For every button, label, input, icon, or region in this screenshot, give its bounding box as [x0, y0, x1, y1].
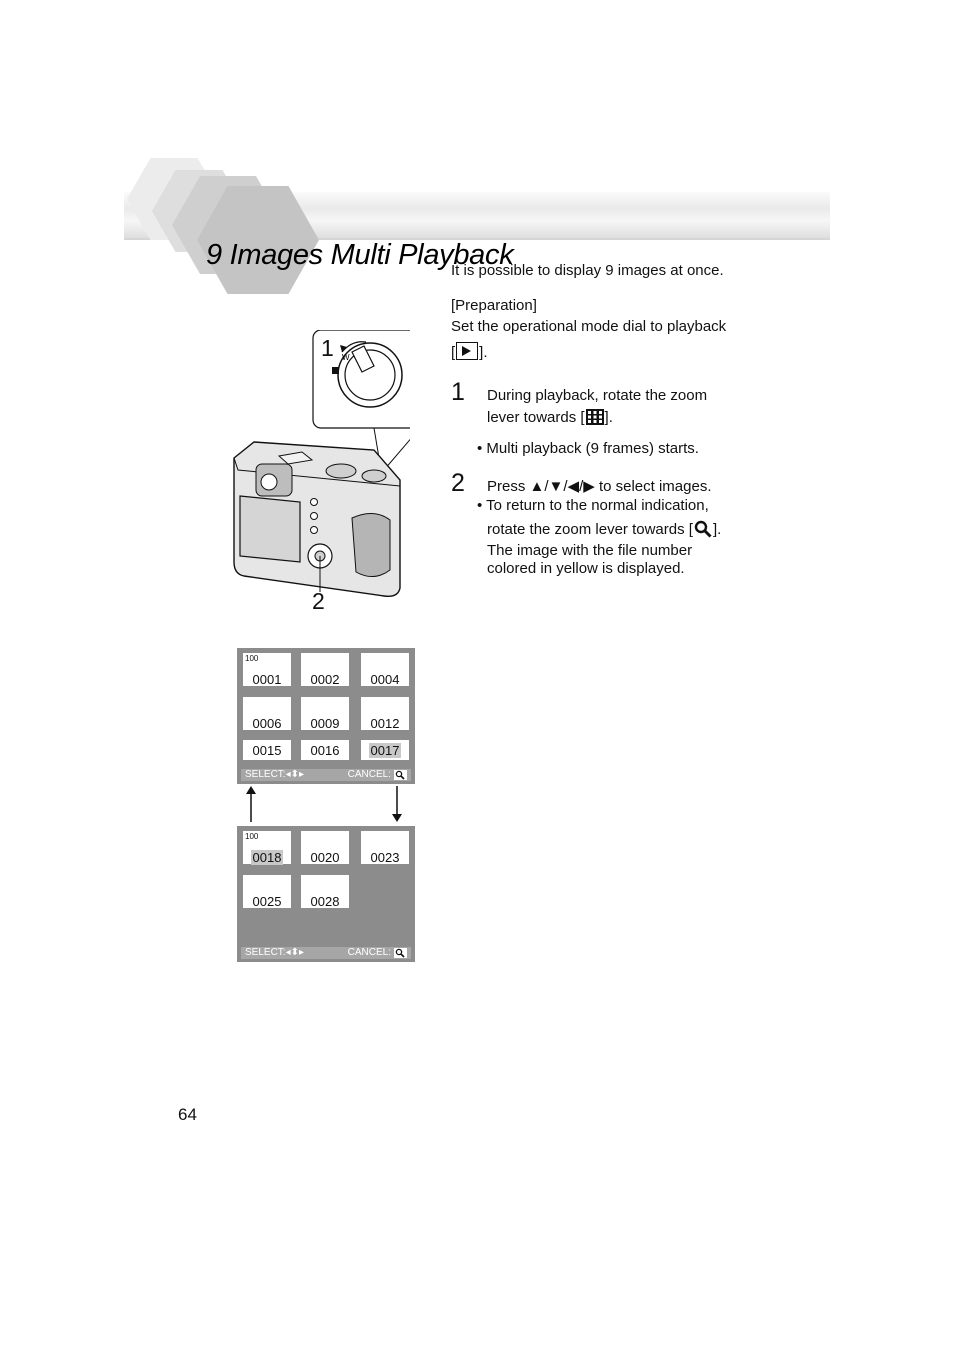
cancel-label: CANCEL: [347, 769, 391, 780]
folder-number: 100 [245, 832, 259, 841]
thumbnail[interactable] [301, 831, 349, 864]
thumbnail[interactable] [301, 740, 349, 760]
magnifier-icon [394, 948, 407, 958]
step-2-bullet1: • To return to the normal indication, [477, 497, 709, 514]
select-label: SELECT:◂⬍▸ [245, 947, 304, 958]
header-band-line [124, 238, 830, 240]
intro-text: It is possible to display 9 images at on… [451, 262, 724, 279]
thumbnail-file-number: 0017 [368, 743, 402, 758]
step-2-number: 2 [451, 469, 465, 497]
camera-drawing: W [233, 329, 422, 598]
bracket-open: [ [451, 344, 456, 361]
thumbnail[interactable] [243, 653, 291, 686]
lcd-screen-1: 100 SELECT:◂⬍▸ CANCEL: 0001 0002 0004 0006 0… [237, 648, 415, 784]
thumbnail-file-number: 0012 [370, 716, 400, 731]
thumbnail-file-number: 0006 [252, 716, 282, 731]
thumbnail-file-number: 0016 [310, 743, 340, 758]
magnifier-icon [694, 520, 712, 538]
preparation-text: Set the operational mode dial to playbac… [451, 318, 727, 335]
camera-illustration: W 1 2 [224, 329, 422, 614]
thumbnail-file-number: 0002 [310, 672, 340, 687]
page-number: 64 [178, 1105, 197, 1124]
callout-1: 1 [321, 335, 334, 361]
preparation-label: [Preparation] [451, 297, 537, 314]
thumbnail[interactable] [361, 653, 409, 686]
thumbnail-file-number: 0023 [370, 850, 400, 865]
thumbnail-file-number: 0015 [252, 743, 282, 758]
lcd-screen-2: 100 SELECT:◂⬍▸ CANCEL: 0018 0020 0023 0025 0… [237, 826, 415, 962]
magnifier-icon [394, 770, 407, 780]
step-1-number: 1 [451, 378, 465, 406]
thumbnail[interactable] [243, 697, 291, 730]
thumbnail-file-number: 0018 [250, 850, 284, 865]
lcd-status-bar: SELECT:◂⬍▸ CANCEL: [241, 947, 411, 959]
lcd-status-bar: SELECT:◂⬍▸ CANCEL: [241, 769, 411, 781]
folder-number: 100 [245, 654, 259, 663]
thumbnail-file-number: 0028 [310, 894, 340, 909]
cursor-keys-icon: ◂⬍▸ [285, 769, 304, 780]
step-2-bullet3: The image with the file number [487, 542, 693, 559]
step-1-bullet: • Multi playback (9 frames) starts. [477, 440, 699, 457]
arrow-down-icon [392, 786, 402, 822]
callout-2: 2 [312, 588, 325, 614]
thumbnail-file-number: 0009 [310, 716, 340, 731]
thumbnail-file-number: 0004 [370, 672, 400, 687]
step-2-bullet4: colored in yellow is displayed. [487, 560, 685, 577]
thumbnail-file-number: 0025 [252, 894, 282, 909]
thumbnail[interactable] [361, 697, 409, 730]
bracket-close: ]. [479, 344, 488, 361]
thumbnail[interactable] [301, 697, 349, 730]
step-2-bullet2-prefix: rotate the zoom lever towards [ [487, 521, 693, 538]
thumbnail[interactable] [301, 653, 349, 686]
thumbnail-file-number: 0001 [252, 672, 282, 687]
step-2-bullet2-suffix: ]. [712, 521, 722, 538]
step-1-line2-suffix: ]. [604, 409, 613, 426]
page-title: 9 Images Multi Playback [206, 239, 514, 272]
step-1-line2-prefix: lever towards [ [487, 409, 585, 426]
step-2-line1: Press ▲/▼/◀/▶ to select images. [487, 478, 712, 495]
cursor-keys-icon: ◂⬍▸ [285, 947, 304, 958]
cancel-label: CANCEL: [347, 947, 391, 958]
step-1-line2: lever towards [ ]. [487, 408, 613, 428]
playback-triangle-icon [456, 342, 479, 360]
thumbnail[interactable] [243, 875, 291, 908]
thumbnail[interactable] [361, 831, 409, 864]
thumbnail[interactable] [301, 875, 349, 908]
step-2-bullet2: rotate the zoom lever towards [ ]. [487, 520, 721, 540]
multi-playback-icon [585, 409, 604, 425]
preparation-playback: []. [451, 342, 488, 363]
select-label: SELECT:◂⬍▸ [245, 769, 304, 780]
step-1-line1: During playback, rotate the zoom [487, 387, 708, 404]
thumbnail[interactable] [243, 740, 291, 760]
arrow-up-icon [246, 786, 256, 822]
dial-w-label: W [342, 353, 350, 362]
thumbnail-file-number: 0020 [310, 850, 340, 865]
